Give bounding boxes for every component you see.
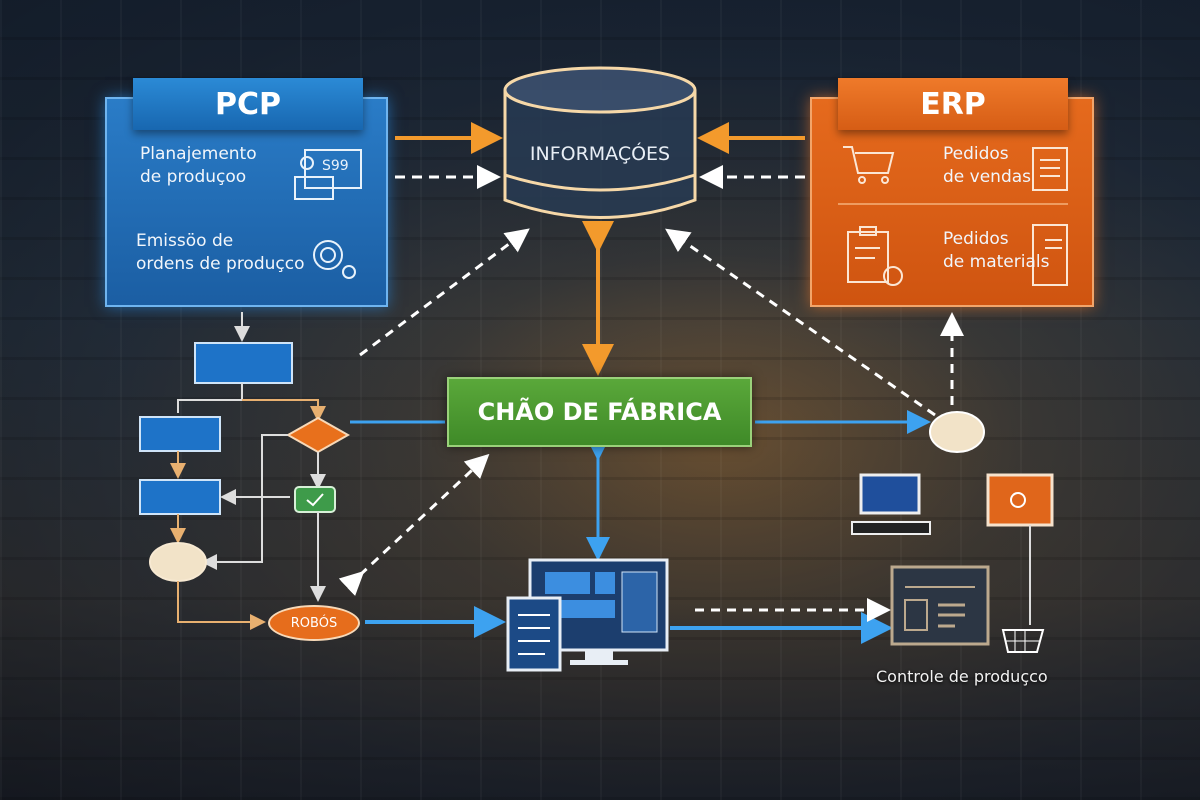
label: de produçoo [140, 167, 247, 187]
gears-icon [313, 240, 356, 279]
flowchart [139, 312, 351, 630]
decision-node [929, 411, 985, 453]
arrow-robots-shopfloor [338, 453, 490, 597]
pcp-panel [105, 97, 388, 307]
computer-icon [851, 473, 931, 535]
clipboard-download-icon [847, 226, 903, 286]
label: de vendas [943, 167, 1032, 187]
computer-gears-icon [294, 149, 362, 200]
label: de materials [943, 252, 1050, 272]
robots-node: ROBÓS [268, 605, 360, 641]
monitor-icon [506, 558, 669, 672]
pcp-item-planning: Planajemento de produçoo [140, 143, 257, 189]
arrow-control-to-info [665, 228, 936, 417]
production-control-icon [890, 565, 990, 646]
arrow-flow-to-info [359, 228, 530, 357]
erp-panel [810, 97, 1094, 307]
list-document-icon [1032, 224, 1068, 286]
database-label: INFORMAÇÓES [529, 143, 671, 165]
pcp-item-orders: Emissöo de ordens de produçco [136, 230, 305, 276]
basket-icon [1001, 629, 1045, 653]
database-cylinder [503, 66, 697, 219]
erp-item-material-orders: Pedidos de materials [943, 228, 1049, 274]
computer-gears-icon-text: S99 [322, 158, 349, 174]
label: Emissöo de [136, 231, 234, 251]
settings-panel-icon [986, 473, 1054, 625]
label: Pedidos [943, 144, 1009, 164]
label: ordens de produçco [136, 254, 305, 274]
shopping-cart-icon [843, 146, 895, 184]
document-icon [1032, 147, 1068, 191]
label: Planajemento [140, 144, 257, 164]
erp-title: ERP [838, 78, 1068, 130]
production-control-label: Controle de produçco [876, 667, 1048, 686]
erp-item-sales-orders: Pedidos de vendas [943, 143, 1031, 189]
pcp-title: PCP [133, 78, 363, 130]
label: Pedidos [943, 229, 1009, 249]
shop-floor-box: CHÃO DE FÁBRICA [447, 377, 752, 447]
